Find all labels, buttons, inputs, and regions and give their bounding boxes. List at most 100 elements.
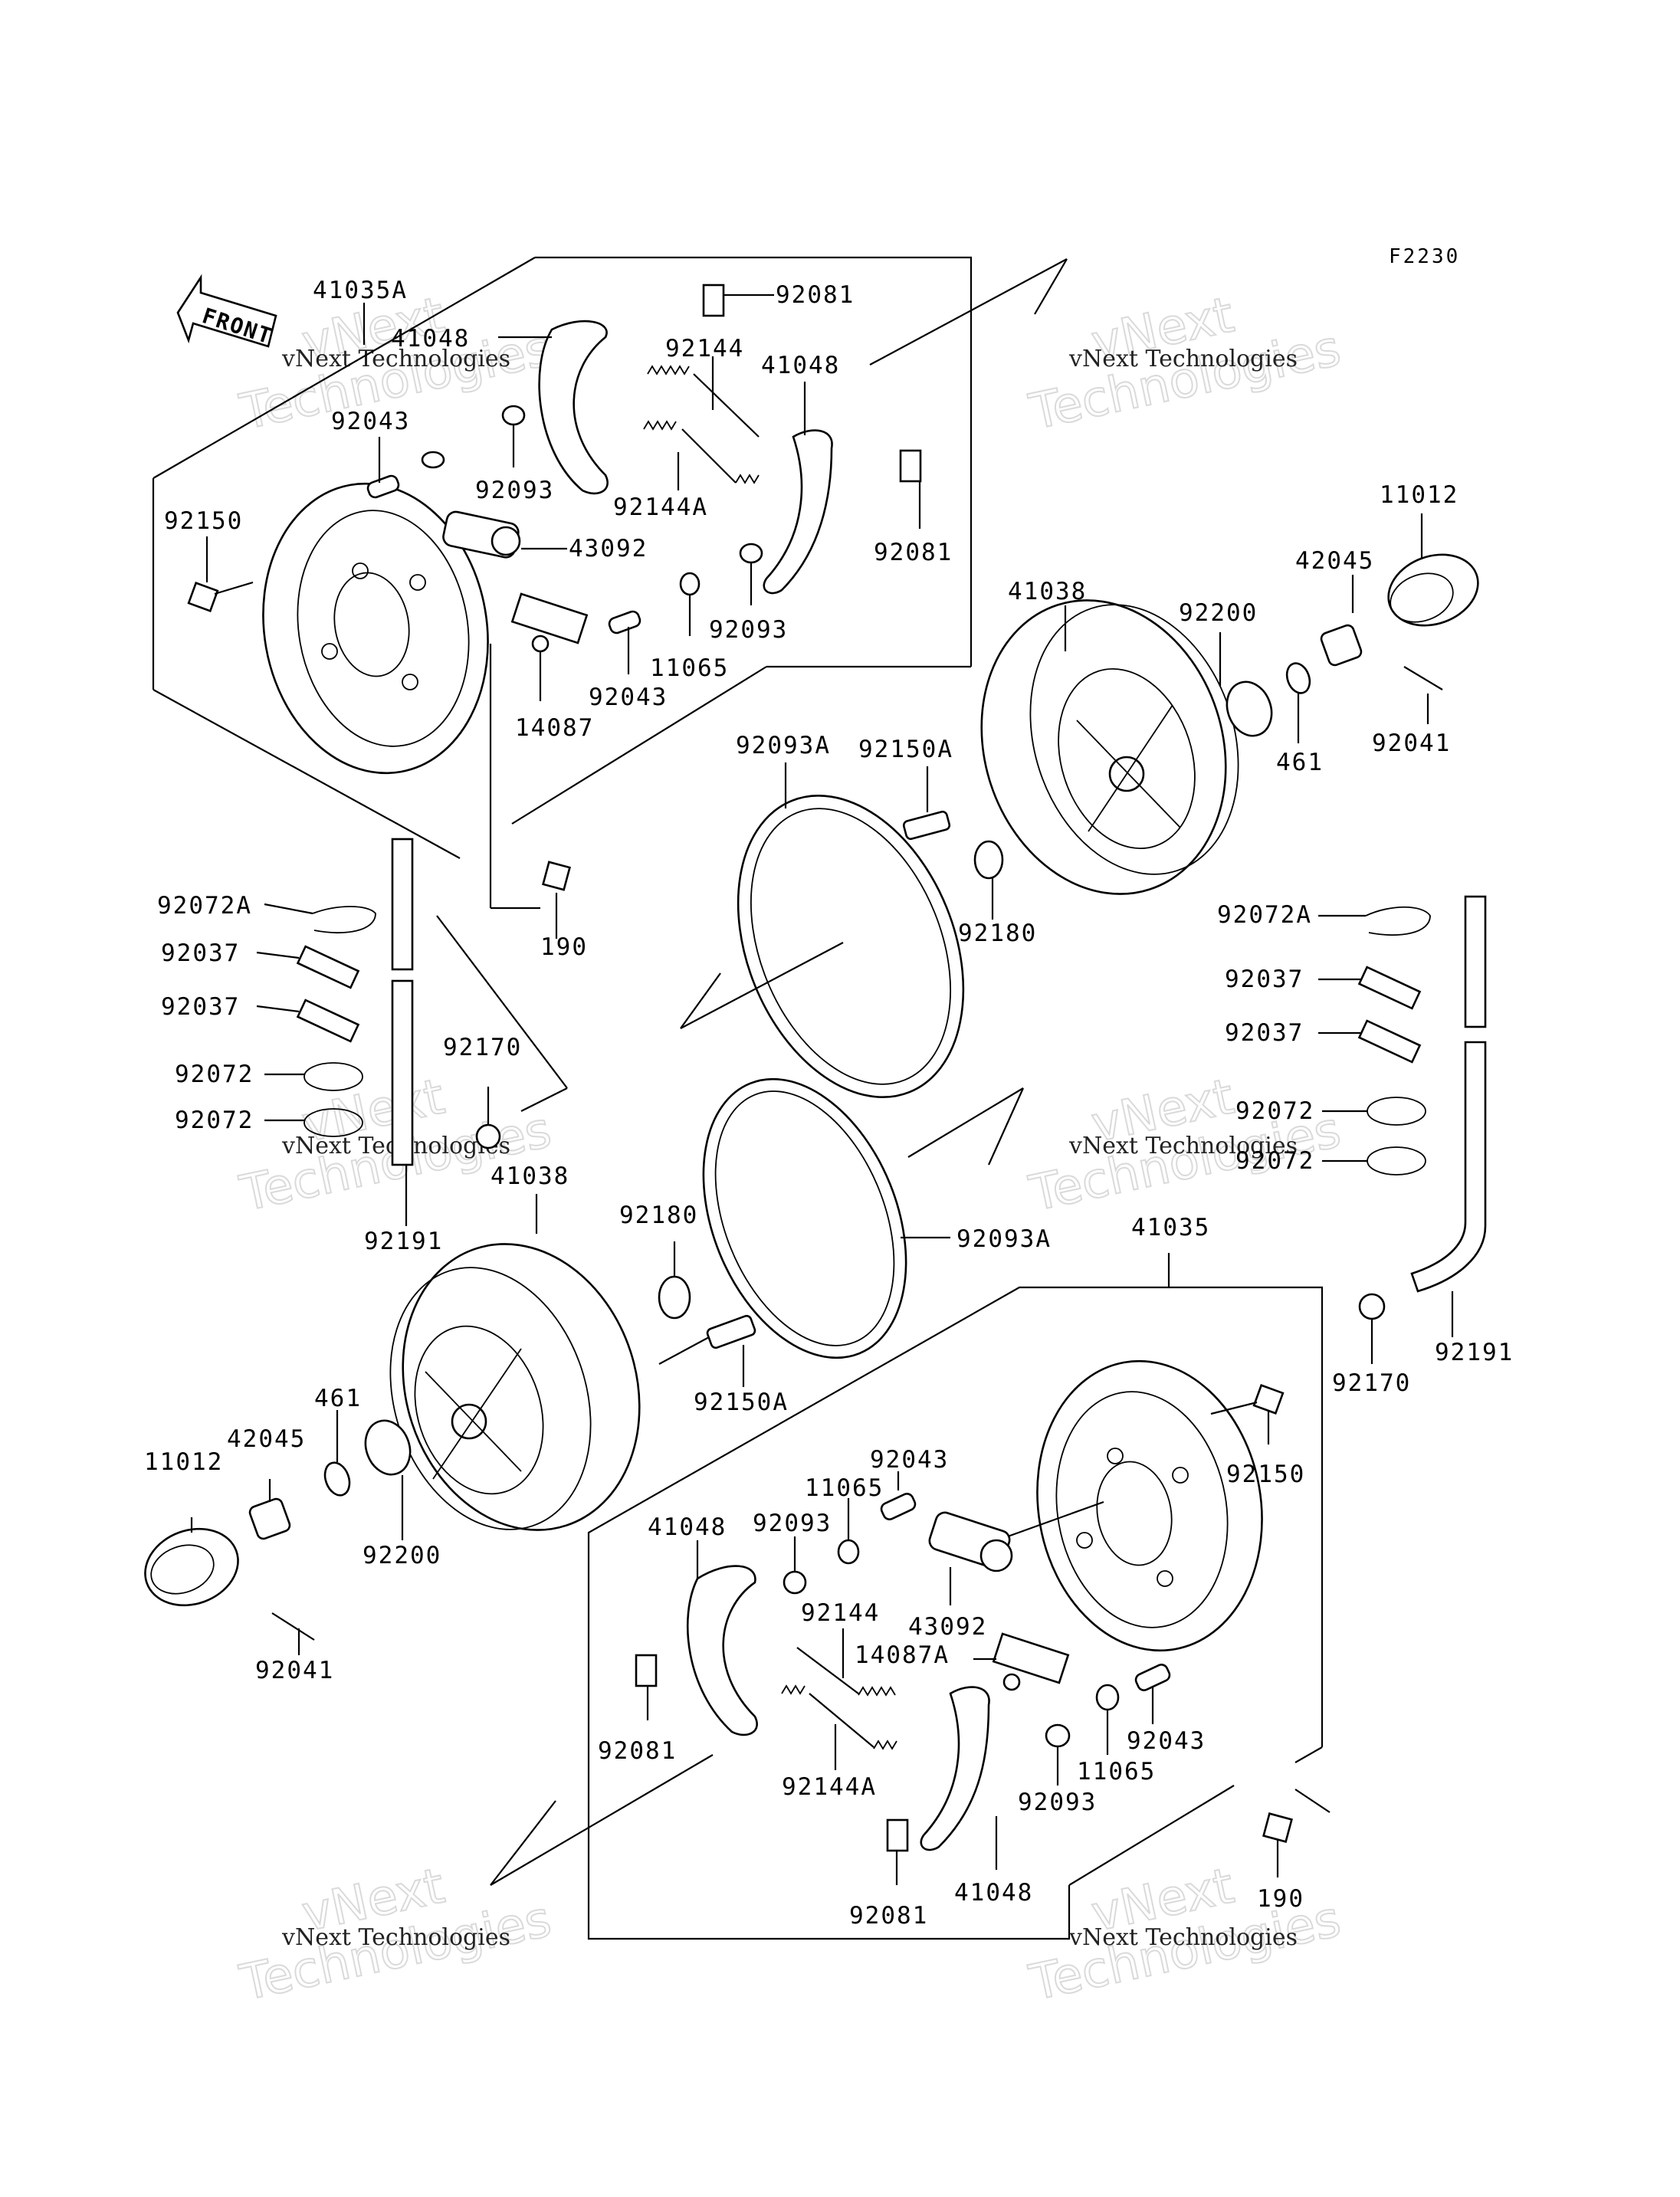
label-92043: 92043 — [1127, 1727, 1206, 1755]
label-92093: 92093 — [1018, 1789, 1097, 1816]
label-190: 190 — [1257, 1885, 1304, 1913]
label-92170: 92170 — [443, 1034, 522, 1061]
figure-code: F2230 — [1389, 245, 1460, 268]
watermark-caption: vNext Technologies — [281, 1924, 510, 1951]
label-92043: 92043 — [589, 684, 668, 711]
clamp-92072A-right-icon — [1365, 906, 1431, 936]
label-92043: 92043 — [331, 408, 410, 435]
label-92037: 92037 — [1225, 1019, 1304, 1047]
washer-92093-lower-b-icon — [1045, 1723, 1071, 1748]
brake-drum-41038-lower-icon — [389, 1243, 641, 1531]
watermark-caption: vNext Technologies — [1068, 1133, 1298, 1159]
brake-shoe-lower-right-icon — [920, 1686, 990, 1851]
label-92043: 92043 — [870, 1446, 949, 1474]
label-14087: 14087 — [515, 714, 594, 742]
backing-plate-upper — [262, 482, 489, 775]
label-92037: 92037 — [161, 993, 240, 1021]
washer-92093-lower-a-icon — [783, 1570, 807, 1595]
label-92180: 92180 — [958, 920, 1037, 947]
label-461: 461 — [1276, 749, 1324, 776]
watermark-caption: vNext Technologies — [1068, 346, 1298, 372]
spring-92144A-lower-icon — [781, 1684, 897, 1750]
label-42045: 42045 — [1295, 547, 1374, 575]
label-11065: 11065 — [650, 654, 729, 682]
label-92081: 92081 — [849, 1902, 928, 1930]
label-43092: 43092 — [908, 1613, 987, 1641]
label-11065: 11065 — [1077, 1758, 1156, 1785]
bolt-190-upper-icon — [542, 861, 571, 891]
label-41048: 41048 — [954, 1879, 1033, 1907]
washer-92093-upper-icon — [501, 405, 526, 426]
washer-92093-upper-b-icon — [739, 543, 763, 564]
label-92191: 92191 — [364, 1228, 443, 1255]
wheel-cylinder-43092-upper-icon — [442, 510, 521, 559]
label-92072A: 92072A — [157, 892, 252, 920]
brake-shoe-lower-left-icon — [686, 1565, 758, 1736]
backing-plate-lower — [1036, 1359, 1263, 1652]
label-92093: 92093 — [475, 477, 554, 504]
label-92093A: 92093A — [736, 732, 831, 759]
clip-92081-upper-b-icon — [899, 449, 922, 483]
label-92170: 92170 — [1332, 1369, 1411, 1397]
label-92150: 92150 — [1226, 1461, 1305, 1488]
label-92041: 92041 — [1372, 730, 1451, 757]
label-92081: 92081 — [776, 281, 855, 309]
label-92191: 92191 — [1435, 1339, 1514, 1366]
label-92144A: 92144A — [613, 494, 708, 521]
seal-92093A-lower-icon — [702, 1077, 907, 1359]
clamp-92072-right-b-icon — [1367, 1146, 1426, 1176]
label-92072A: 92072A — [1217, 901, 1312, 929]
label-92072: 92072 — [175, 1107, 254, 1134]
label-41048: 41048 — [391, 325, 470, 353]
wheel-cylinder-43092-lower-icon — [928, 1511, 1013, 1572]
label-92093: 92093 — [709, 616, 788, 644]
lower-assembly-frame — [490, 1286, 1331, 1940]
label-92180: 92180 — [619, 1202, 698, 1229]
hose-92191-left-icon — [391, 838, 414, 1166]
pin-92043-lower-a-icon — [880, 1493, 917, 1520]
washer-upper-icon — [421, 451, 445, 469]
spring-92144-lower-icon — [796, 1647, 896, 1697]
label-92150A: 92150A — [694, 1389, 789, 1416]
pin-92043-lower-b-icon — [1134, 1664, 1171, 1691]
label-41038: 41038 — [1008, 578, 1087, 605]
label-42045: 42045 — [227, 1425, 306, 1453]
bolt-92150-upper-icon — [187, 581, 254, 612]
washer-11065-upper-icon — [679, 572, 701, 596]
seal-92093A-upper-icon — [737, 795, 965, 1098]
washer-92200-upper-icon — [1226, 680, 1273, 737]
upper-assembly-frame — [152, 256, 1068, 859]
label-43092: 43092 — [569, 535, 648, 562]
washer-461-lower-icon — [323, 1461, 351, 1497]
label-41035: 41035 — [1131, 1214, 1210, 1241]
oring-92180-lower-icon — [658, 1275, 691, 1320]
clip-92170-left-icon — [475, 1123, 501, 1149]
watermark-caption: vNext Technologies — [1068, 1924, 1298, 1951]
label-92072: 92072 — [1235, 1147, 1314, 1175]
label-92037: 92037 — [1225, 966, 1304, 993]
washer-92200-lower-icon — [364, 1419, 412, 1476]
nut-42045-upper-icon — [1320, 624, 1363, 667]
washer-461-upper-icon — [1285, 662, 1311, 694]
clip-92081-lower-b-icon — [886, 1818, 909, 1852]
strap-92037-left-a-icon — [296, 945, 360, 989]
label-92072: 92072 — [175, 1061, 254, 1088]
label-92200: 92200 — [1179, 599, 1258, 627]
label-92144: 92144 — [665, 335, 744, 362]
washer-11065-lower-a-icon — [837, 1539, 860, 1565]
brake-shoe-upper-left-icon — [538, 320, 609, 495]
label-11065: 11065 — [805, 1474, 884, 1502]
adjuster-14087-icon — [510, 592, 589, 653]
strap-92037-left-b-icon — [296, 998, 360, 1043]
label-92041: 92041 — [255, 1657, 334, 1684]
clamp-92072-left-a-icon — [304, 1062, 363, 1091]
label-41048: 41048 — [648, 1513, 727, 1541]
front-arrow-icon: FRONT — [176, 274, 277, 349]
clamp-92072A-left-icon — [312, 906, 376, 934]
clip-92081-upper-a-icon — [702, 284, 725, 317]
label-92037: 92037 — [161, 939, 240, 967]
pin-92043-upper-icon — [366, 474, 400, 499]
washer-11065-lower-b-icon — [1095, 1684, 1120, 1711]
label-92150: 92150 — [164, 507, 243, 535]
